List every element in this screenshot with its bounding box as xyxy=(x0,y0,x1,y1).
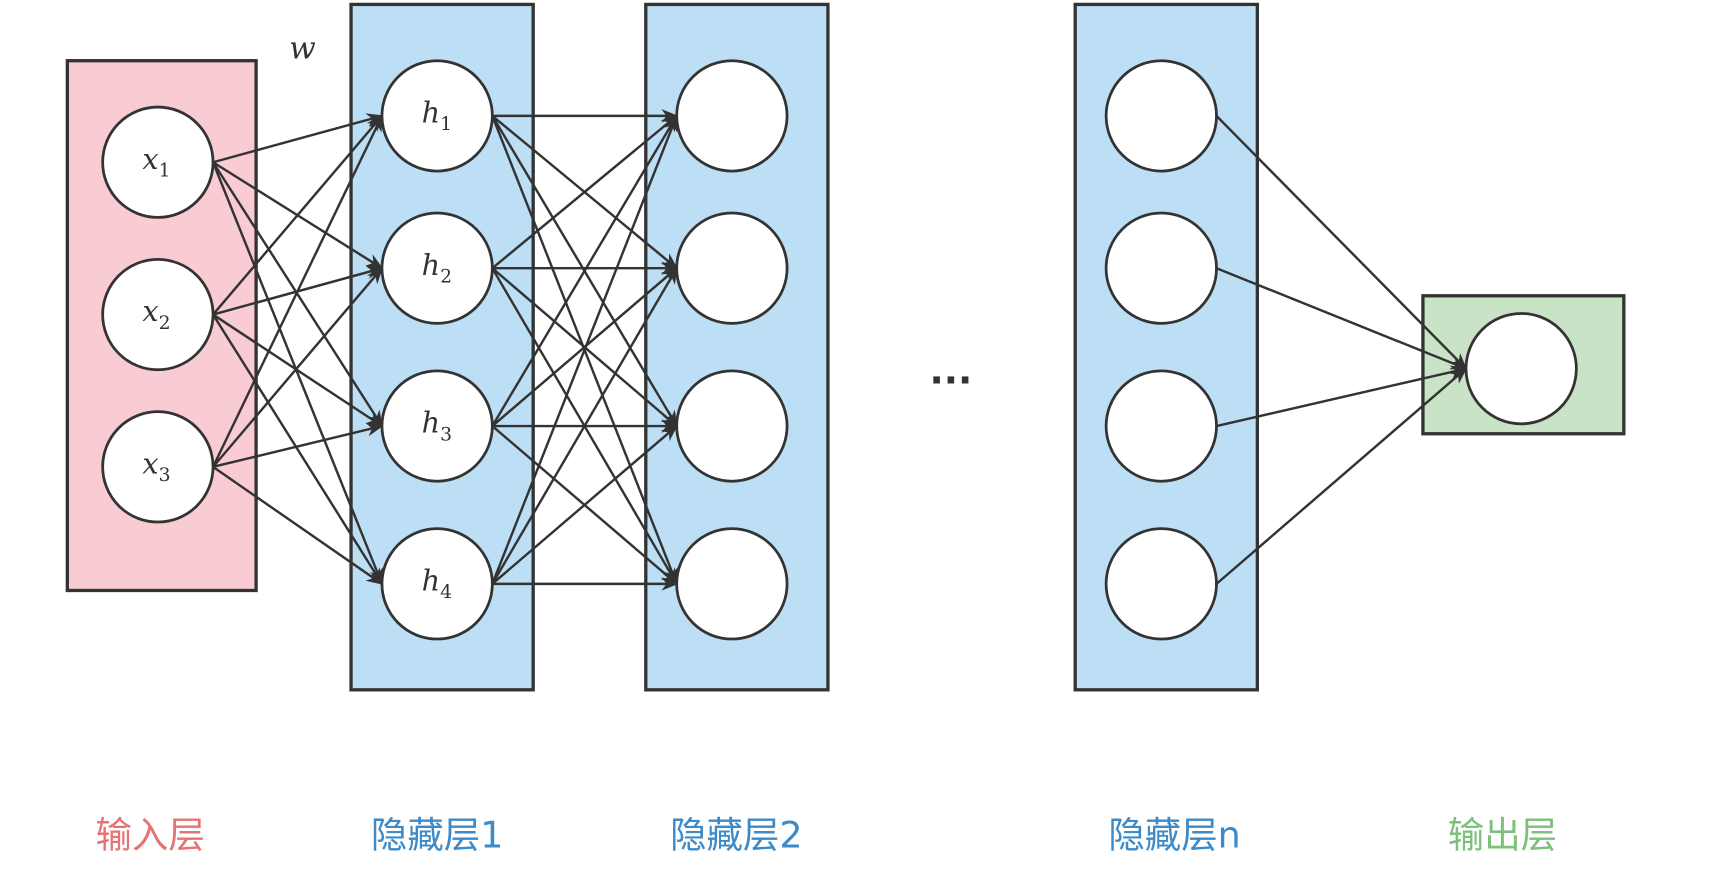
neuron-circle xyxy=(1104,59,1218,173)
neuron-input-1: x1 xyxy=(101,105,215,219)
edge-hidden1-3-to-hidden2-1 xyxy=(491,114,678,427)
edge-input-1-to-hidden1-4 xyxy=(211,161,384,586)
caption-hidden-layer-n: 隐藏层n xyxy=(1108,813,1241,857)
caption-input-layer: 输入层 xyxy=(95,813,205,857)
neuron-hidden2-1 xyxy=(675,59,789,173)
edge-input-2-to-hidden1-1 xyxy=(212,114,384,316)
neuron-hidden2-2 xyxy=(675,211,789,325)
neuron-output-1 xyxy=(1464,312,1578,426)
neuron-circle xyxy=(101,410,215,524)
edge-input-1-to-hidden1-1 xyxy=(212,113,384,164)
caption-hidden-layer-1: 隐藏层1 xyxy=(370,813,504,857)
edge-input-2-to-hidden1-3 xyxy=(212,313,384,428)
edge-hidden1-4-to-hidden2-3 xyxy=(491,424,678,585)
neuron-circle xyxy=(380,369,494,483)
edge-hidden1-4-to-hidden2-1 xyxy=(491,114,678,585)
edge-input-3-to-hidden1-1 xyxy=(211,114,384,468)
neuron-circle xyxy=(101,257,215,372)
neuron-circle xyxy=(675,211,789,325)
neuron-hidden1-3: h3 xyxy=(380,369,494,483)
neuron-hiddenN-1 xyxy=(1104,59,1218,173)
ellipsis-indicator: ··· xyxy=(929,358,972,402)
neuron-circle xyxy=(675,369,789,483)
weight-label: w xyxy=(289,30,315,66)
neuron-circle xyxy=(1104,369,1218,483)
edge-input-2-to-hidden1-4 xyxy=(212,313,383,586)
neuron-hidden1-4: h4 xyxy=(380,527,494,641)
neuron-hidden1-2: h2 xyxy=(380,211,494,325)
neuron-circle xyxy=(380,59,494,173)
neuron-hiddenN-4 xyxy=(1104,527,1218,641)
edge-hidden1-4-to-hidden2-2 xyxy=(491,266,678,585)
neuron-circle xyxy=(1104,527,1218,641)
neuron-circle xyxy=(380,211,494,325)
neuron-hidden2-4 xyxy=(675,527,789,641)
edge-hiddenN-4-to-output-1 xyxy=(1215,367,1468,585)
neuron-input-2: x2 xyxy=(101,257,215,372)
edge-input-3-to-hidden1-4 xyxy=(212,465,384,585)
neuron-hiddenN-2 xyxy=(1104,211,1218,325)
neuron-circle xyxy=(1464,312,1578,426)
edge-hiddenN-3-to-output-1 xyxy=(1216,365,1468,428)
neuron-circle xyxy=(380,527,494,641)
neuron-input-3: x3 xyxy=(101,410,215,524)
edge-input-3-to-hidden1-3 xyxy=(212,423,384,469)
neuron-circle xyxy=(101,105,215,219)
caption-output-layer: 输出层 xyxy=(1447,813,1558,857)
neuron-hidden1-1: h1 xyxy=(380,59,494,173)
neuron-hiddenN-3 xyxy=(1104,369,1218,483)
edge-hiddenN-2-to-output-1 xyxy=(1216,267,1468,370)
neuron-circle xyxy=(675,527,789,641)
caption-hidden-layer-2: 隐藏层2 xyxy=(670,813,803,857)
edge-hidden1-2-to-hidden2-1 xyxy=(491,114,679,270)
neuron-circle xyxy=(675,59,789,173)
edge-hiddenN-1-to-output-1 xyxy=(1215,115,1468,370)
neuron-hidden2-3 xyxy=(675,369,789,483)
neuron-circle xyxy=(1104,211,1218,325)
edge-input-3-to-hidden1-2 xyxy=(212,266,384,468)
